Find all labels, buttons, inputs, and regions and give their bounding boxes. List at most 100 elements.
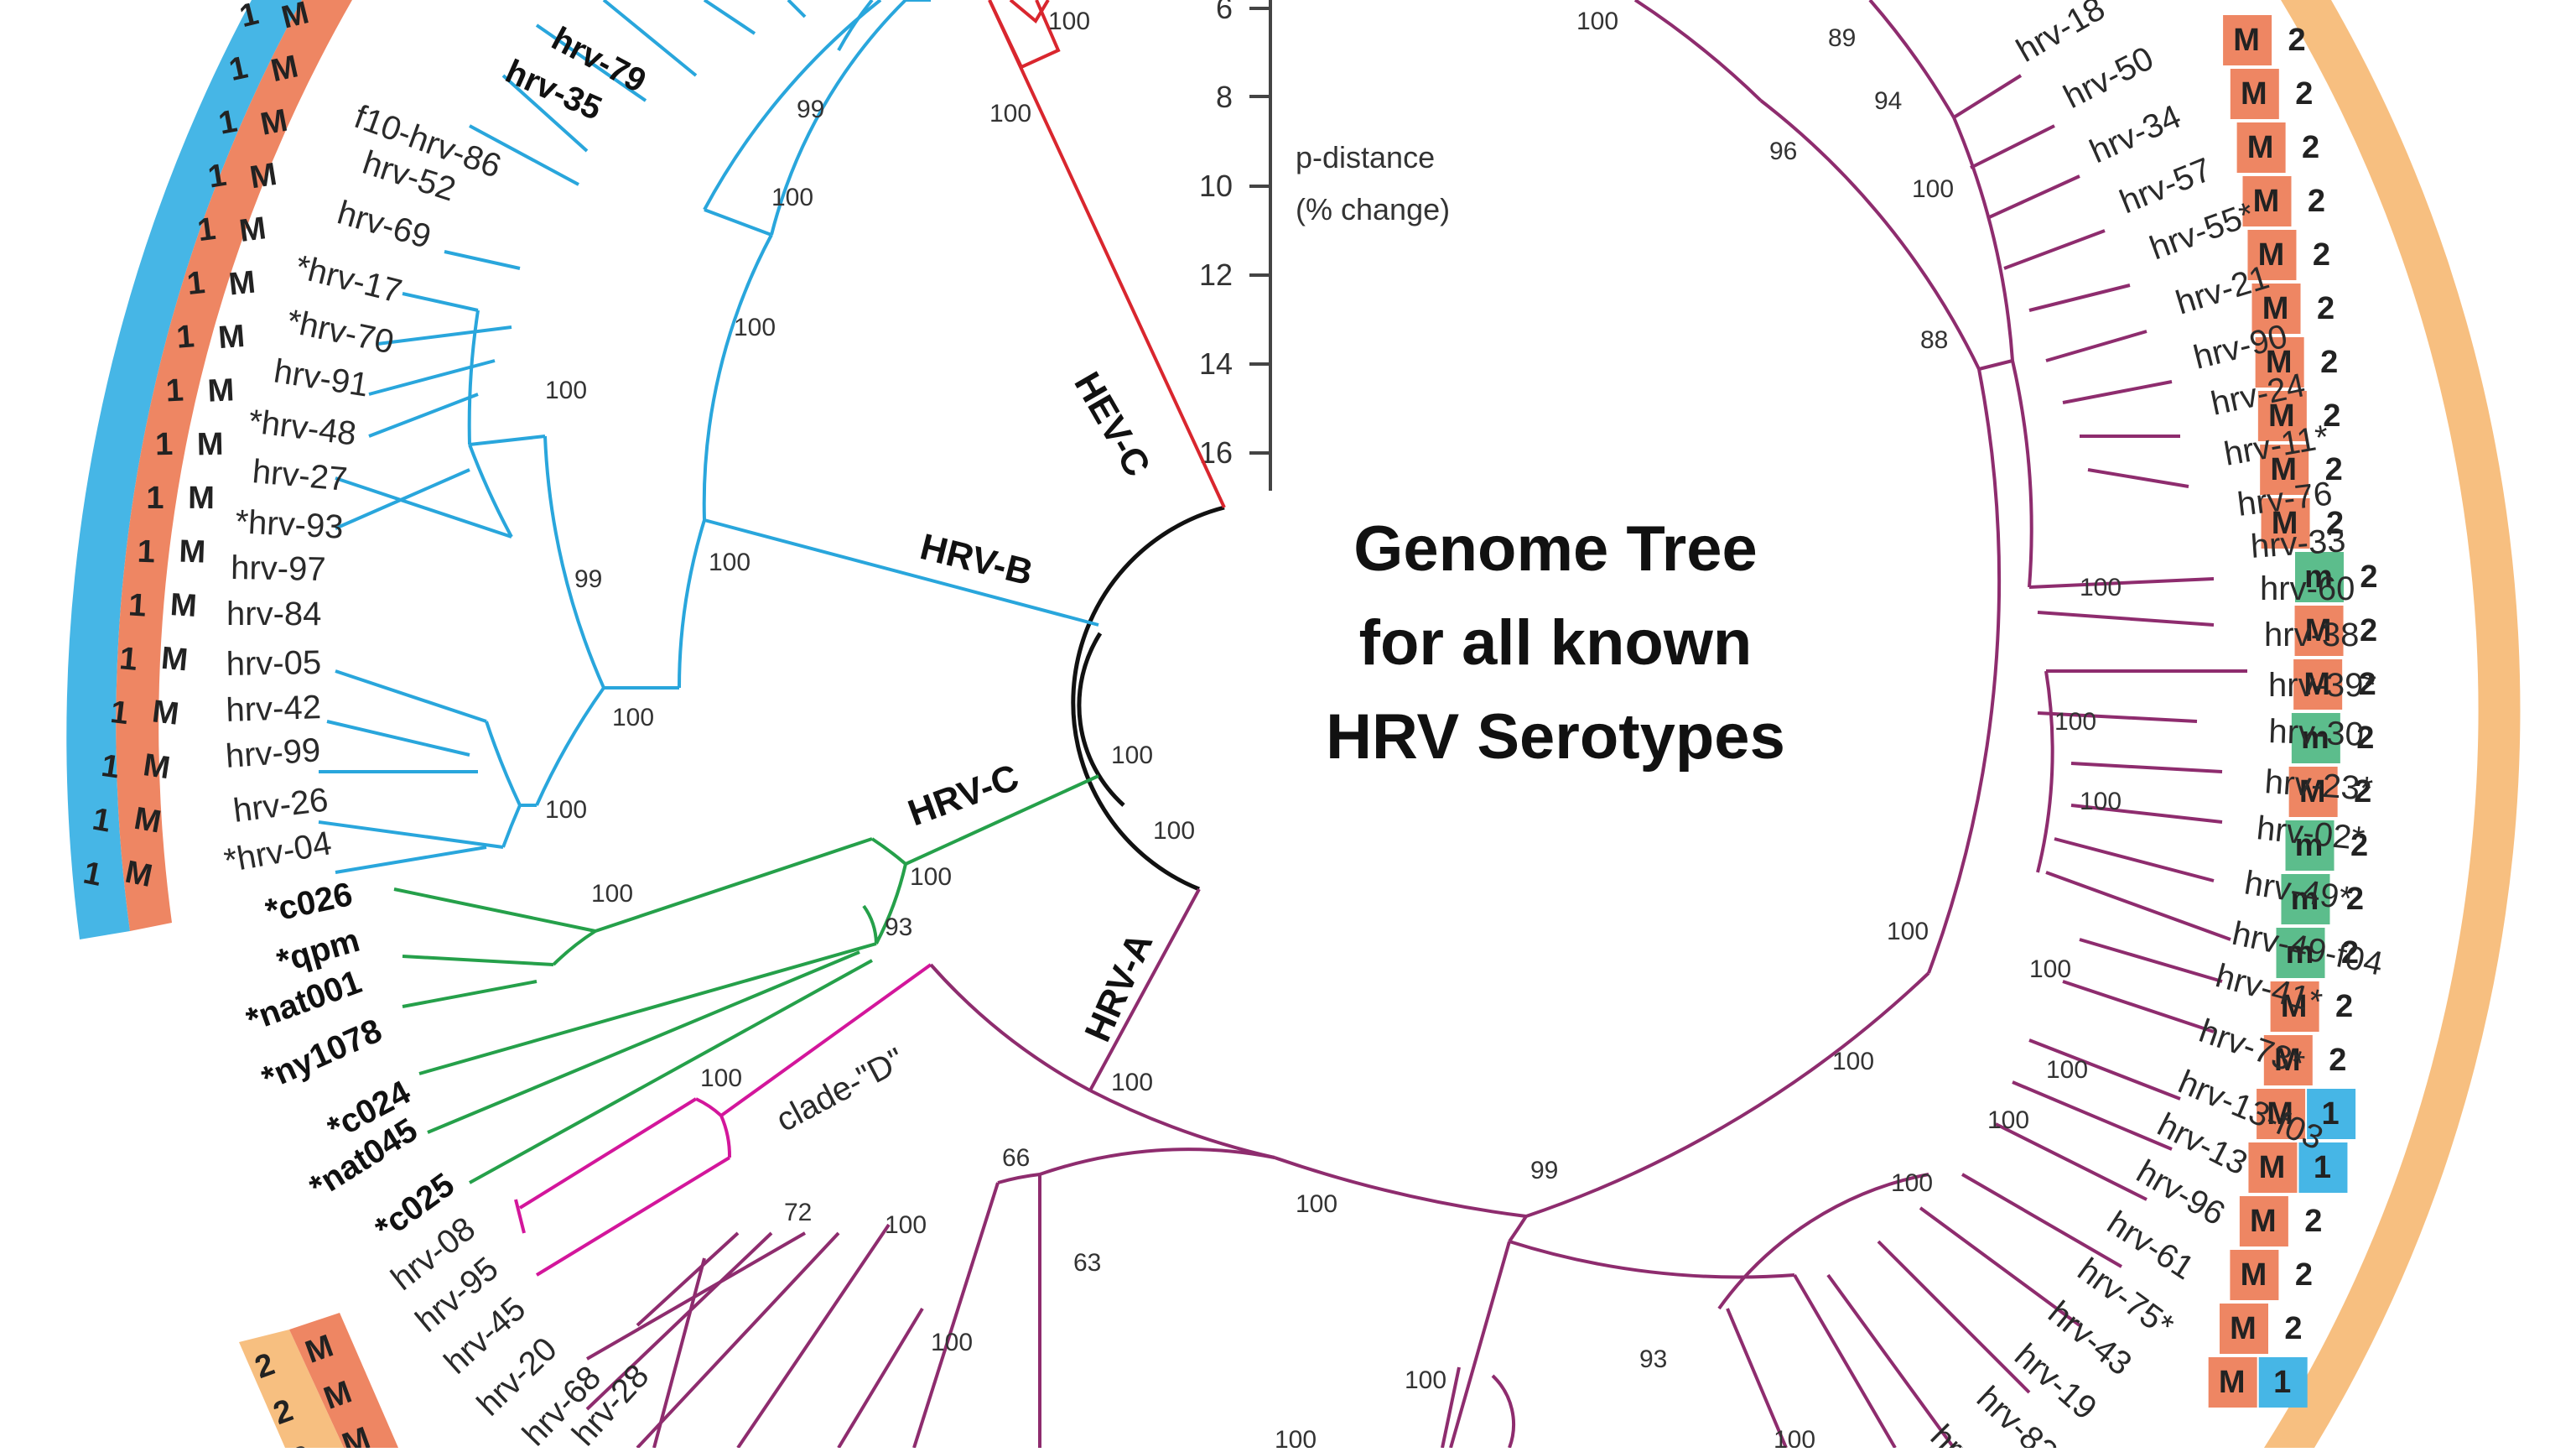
ring-letter-cell <box>2236 122 2286 173</box>
bootstrap-value: 100 <box>709 549 750 576</box>
ring-letter: M <box>2267 1096 2293 1132</box>
bootstrap-value: 99 <box>1530 1157 1558 1184</box>
bootstrap-value: 100 <box>545 796 587 824</box>
ring-letter: m <box>2295 828 2324 863</box>
ring-band-blue-left <box>66 0 303 939</box>
taxon-label: hrv-27 <box>251 453 349 498</box>
clade-label-hevc: HEV-C <box>1066 366 1158 484</box>
ring-letter-cell <box>2239 1196 2288 1246</box>
clade-label-hrvb: HRV-B <box>917 526 1037 593</box>
ring-letter: M <box>2241 1257 2267 1293</box>
ring-letter-cell <box>2251 284 2301 334</box>
ring-letter: M <box>141 747 172 786</box>
bootstrap-value: 100 <box>1111 742 1153 769</box>
scale-tick-12: 12 <box>1199 258 1233 292</box>
bootstrap-value: 100 <box>1405 1366 1446 1394</box>
bootstrap-value: 99 <box>574 565 602 593</box>
ring-letter: M <box>179 533 206 570</box>
ring-number: 2 <box>2295 76 2313 112</box>
ring-letter: M <box>2281 989 2308 1024</box>
ring-number: 2 <box>2288 23 2306 58</box>
ring-letter: m <box>2291 882 2319 917</box>
ring-band-salmon-left <box>116 0 352 931</box>
ring-letter: M <box>2268 398 2295 434</box>
bootstrap-value: 100 <box>612 704 654 731</box>
taxon-label: *hrv-48 <box>247 403 358 452</box>
ring-number: 1 <box>155 427 174 462</box>
taxon-label: hrv-60 <box>2260 570 2355 607</box>
title-line-2: for all known <box>1359 607 1753 679</box>
taxon-label: *c026 <box>262 876 356 930</box>
bootstrap-value: 100 <box>1048 8 1090 35</box>
ring-letter-cell <box>2288 767 2338 817</box>
ring-letter: M <box>2266 345 2293 380</box>
ring-letter: M <box>150 694 180 731</box>
taxon-label: hrv-76 <box>2236 475 2334 523</box>
ring-number: 2 <box>2350 828 2368 863</box>
ring-letter-cell <box>2230 69 2279 119</box>
ring-letter: m <box>2286 935 2314 971</box>
ring-letter: m <box>2304 559 2333 595</box>
ring-number-cell <box>2258 1357 2308 1408</box>
bootstrap-value: 100 <box>545 377 587 404</box>
ring-letter: M <box>2219 1365 2246 1400</box>
ring-letter: M <box>2272 506 2298 541</box>
bootstrap-value: 100 <box>1275 1426 1317 1448</box>
taxon-label: hrv-26 <box>231 781 330 829</box>
scale-tick-10: 10 <box>1199 169 1233 203</box>
hrvc-branches <box>393 774 1099 1184</box>
ring-number: 1 <box>146 481 164 516</box>
ring-letter: M <box>2303 667 2330 702</box>
taxon-label: *hrv-93 <box>235 503 345 546</box>
bootstrap-value: 88 <box>1920 326 1948 354</box>
ring-letter: M <box>2250 1204 2277 1239</box>
scale-label: p-distance <box>1296 140 1435 174</box>
taxon-label: hrv-57 <box>2115 151 2217 221</box>
bootstrap-value: 100 <box>1111 1069 1153 1096</box>
bootstrap-value: 100 <box>1912 175 1954 203</box>
ring-letter-cell <box>2257 1089 2306 1139</box>
bootstrap-value: 100 <box>771 184 813 211</box>
clade-label-hrva: HRV-A <box>1077 927 1161 1048</box>
ring-letter: M <box>2241 76 2267 112</box>
ring-letter-cell <box>2263 1035 2313 1085</box>
bootstrap-value: 93 <box>1639 1345 1667 1373</box>
ring-letter-cell <box>2270 981 2319 1032</box>
ring-number: 1 <box>2314 1150 2331 1185</box>
ring-number: 2 <box>2317 291 2334 326</box>
ring-number: 2 <box>2346 882 2364 917</box>
ring-letter: M <box>2258 237 2285 273</box>
bootstrap-value: 100 <box>2080 574 2122 601</box>
taxon-label: hrv-33 <box>2250 522 2347 565</box>
distance-scale-bar <box>1249 0 1272 491</box>
ring-letter-cell <box>2242 176 2292 226</box>
ring-number: 2 <box>2308 184 2325 219</box>
title-line-3: HRV Serotypes <box>1326 701 1785 773</box>
ring-number: 1 <box>165 373 184 409</box>
bootstrap-value: 100 <box>1153 817 1195 845</box>
ring-letter: M <box>2230 1311 2257 1346</box>
scale-tick-6: 6 <box>1216 0 1233 25</box>
hevc-branches <box>988 0 1226 508</box>
bootstrap-value: 63 <box>1073 1249 1101 1277</box>
ring-number: 1 <box>2322 1096 2340 1132</box>
taxon-label: hrv-39* <box>2268 667 2376 704</box>
bootstrap-value: 100 <box>931 1329 973 1356</box>
ring-letter-cell <box>2295 552 2344 602</box>
bootstrap-value: 100 <box>910 863 952 891</box>
taxon-label: hrv-50 <box>2058 39 2159 116</box>
bootstrap-value: 100 <box>591 880 633 908</box>
taxon-label: hrv-18 <box>2011 0 2111 70</box>
bootstrap-value: 89 <box>1828 24 1856 52</box>
bootstrap-value: 100 <box>2054 708 2096 736</box>
ring-letter: M <box>132 801 164 840</box>
ring-letter-cell <box>2260 445 2309 495</box>
taxon-label: hrv-84 <box>226 596 321 632</box>
ring-letter-cell <box>2220 1304 2268 1354</box>
taxon-label: *hrv-17 <box>292 248 406 310</box>
